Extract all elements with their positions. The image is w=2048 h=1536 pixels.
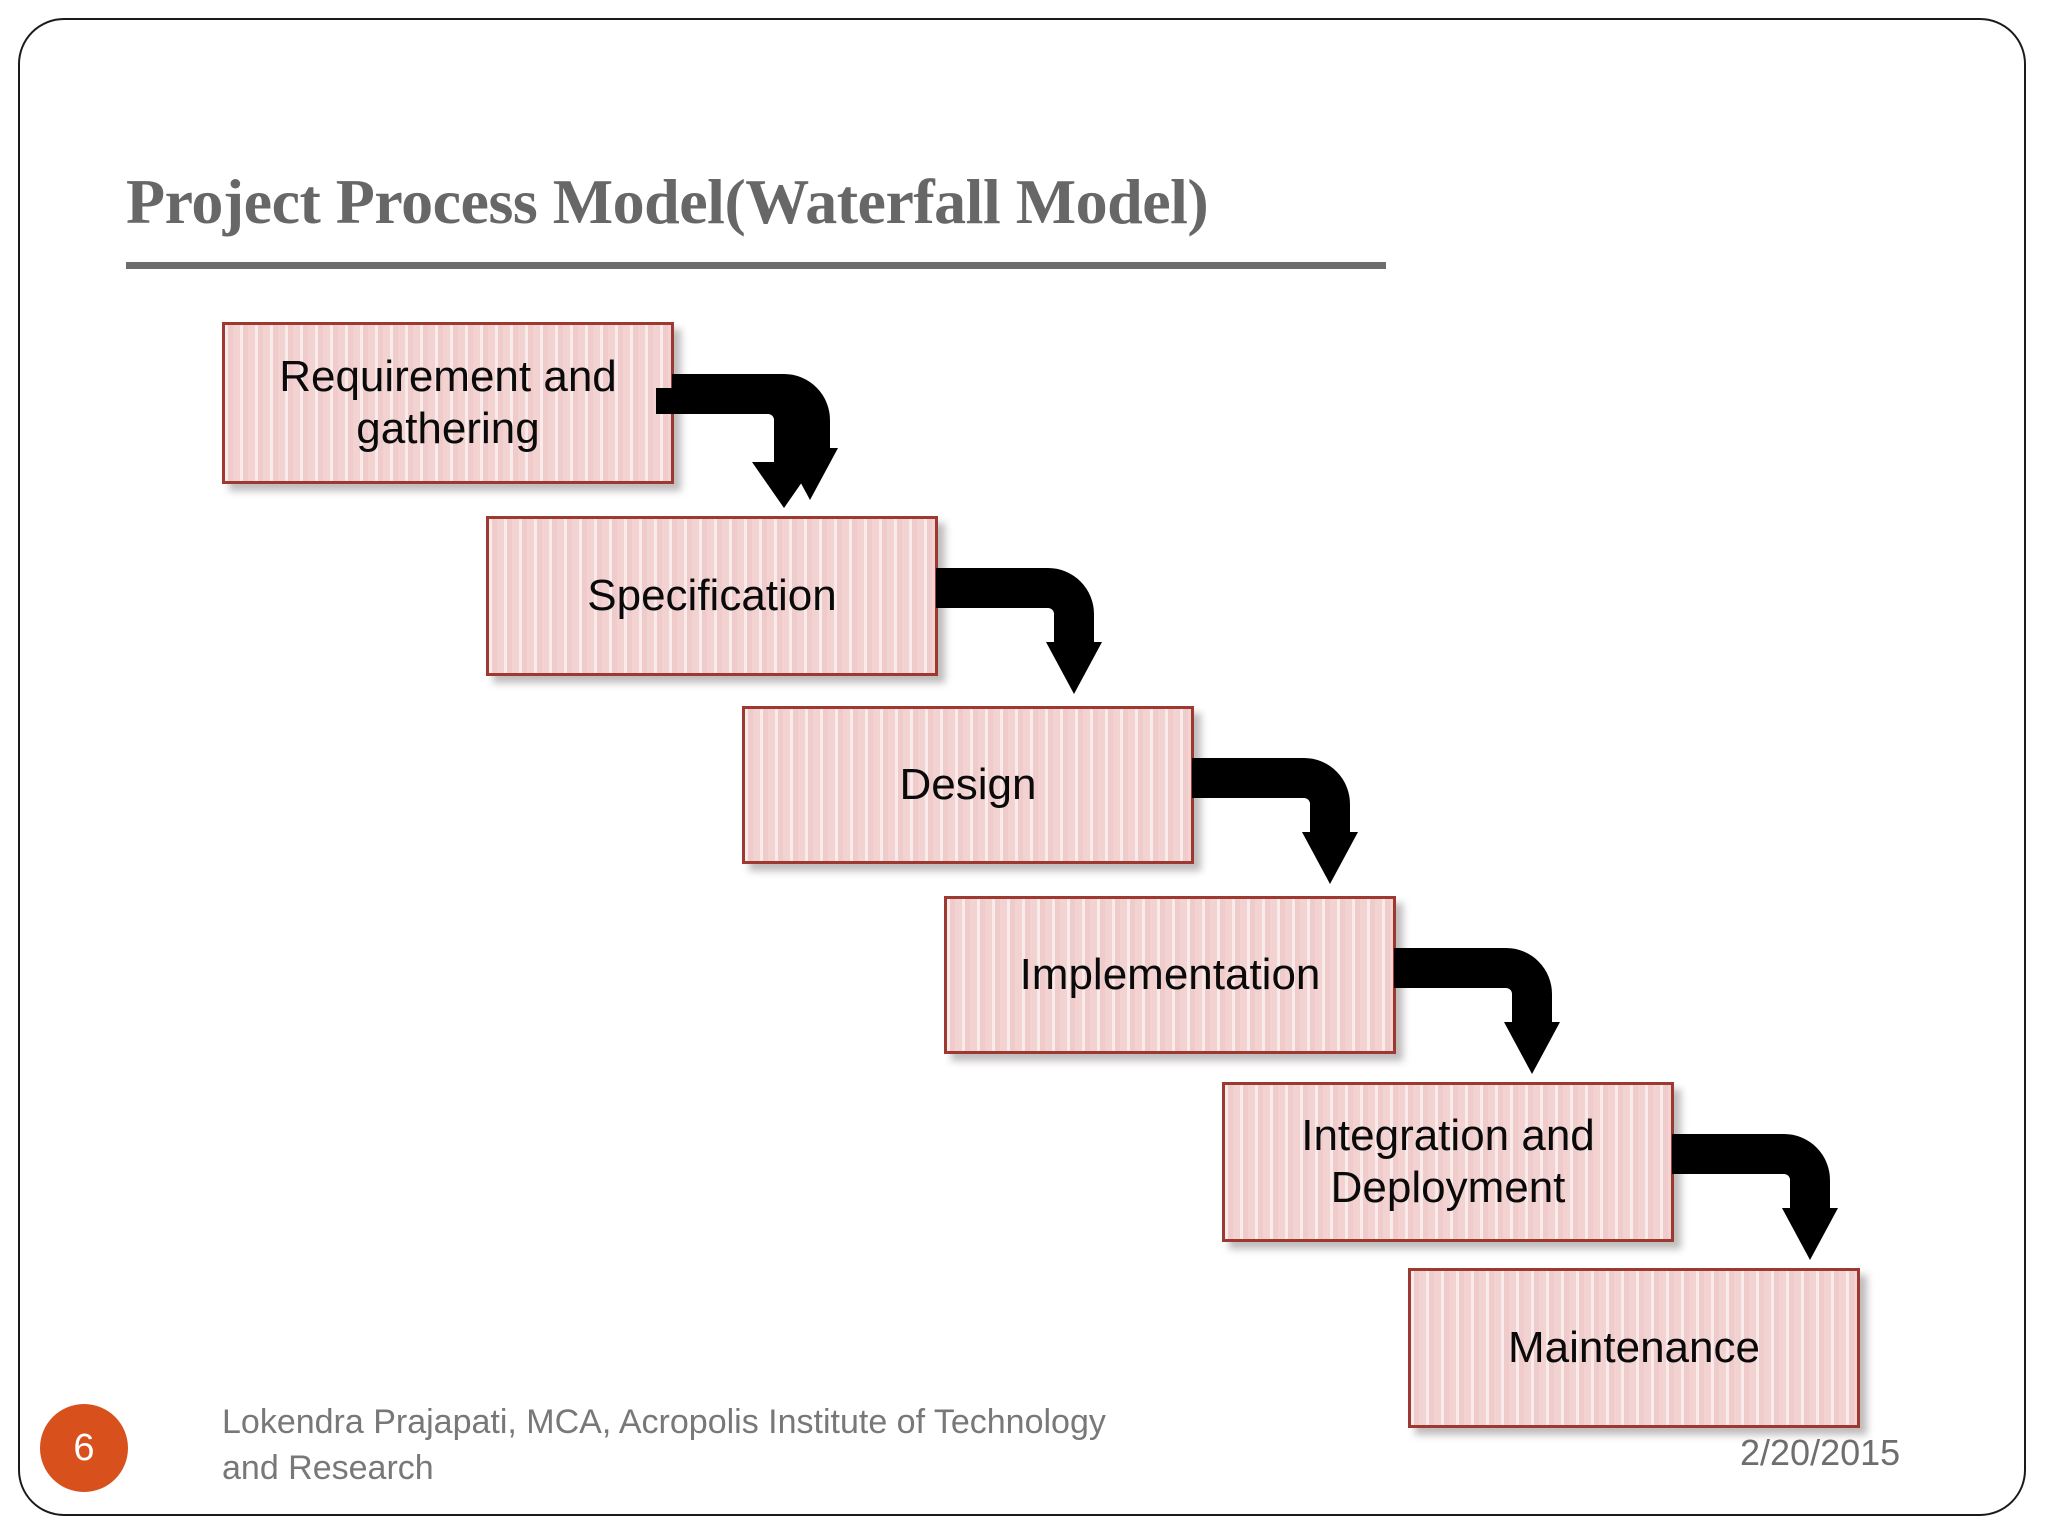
process-box-requirement[interactable]: Requirement and gathering <box>222 322 674 484</box>
footer-credit-text: Lokendra Prajapati, MCA, Acropolis Insti… <box>222 1403 1106 1487</box>
page-title: Project Process Model(Waterfall Model) <box>126 168 1526 235</box>
footer-date-text: 2/20/2015 <box>1740 1432 1901 1473</box>
process-box-label: Requirement and gathering <box>279 352 617 453</box>
connector-design-to-implementation <box>1192 758 1372 916</box>
process-box-label: Integration and Deployment <box>1301 1111 1595 1212</box>
connector-specification-to-design <box>936 568 1116 726</box>
page-number-text: 6 <box>73 1427 95 1469</box>
process-box-specification[interactable]: Specification <box>486 516 938 676</box>
process-box-label: Maintenance <box>1508 1323 1760 1373</box>
process-box-integration[interactable]: Integration and Deployment <box>1222 1082 1674 1242</box>
title-underline-rule <box>126 262 1386 269</box>
page-number-badge: 6 <box>40 1404 128 1492</box>
process-box-label: Design <box>899 760 1037 810</box>
process-box-label: Specification <box>587 571 837 621</box>
connector-requirement-to-specification <box>656 374 838 524</box>
process-box-implementation[interactable]: Implementation <box>944 896 1396 1054</box>
process-box-design[interactable]: Design <box>742 706 1194 864</box>
page-title-text: Project Process Model(Waterfall Model) <box>126 166 1209 237</box>
process-box-maintenance[interactable]: Maintenance <box>1408 1268 1860 1428</box>
process-box-label: Implementation <box>1019 950 1321 1000</box>
